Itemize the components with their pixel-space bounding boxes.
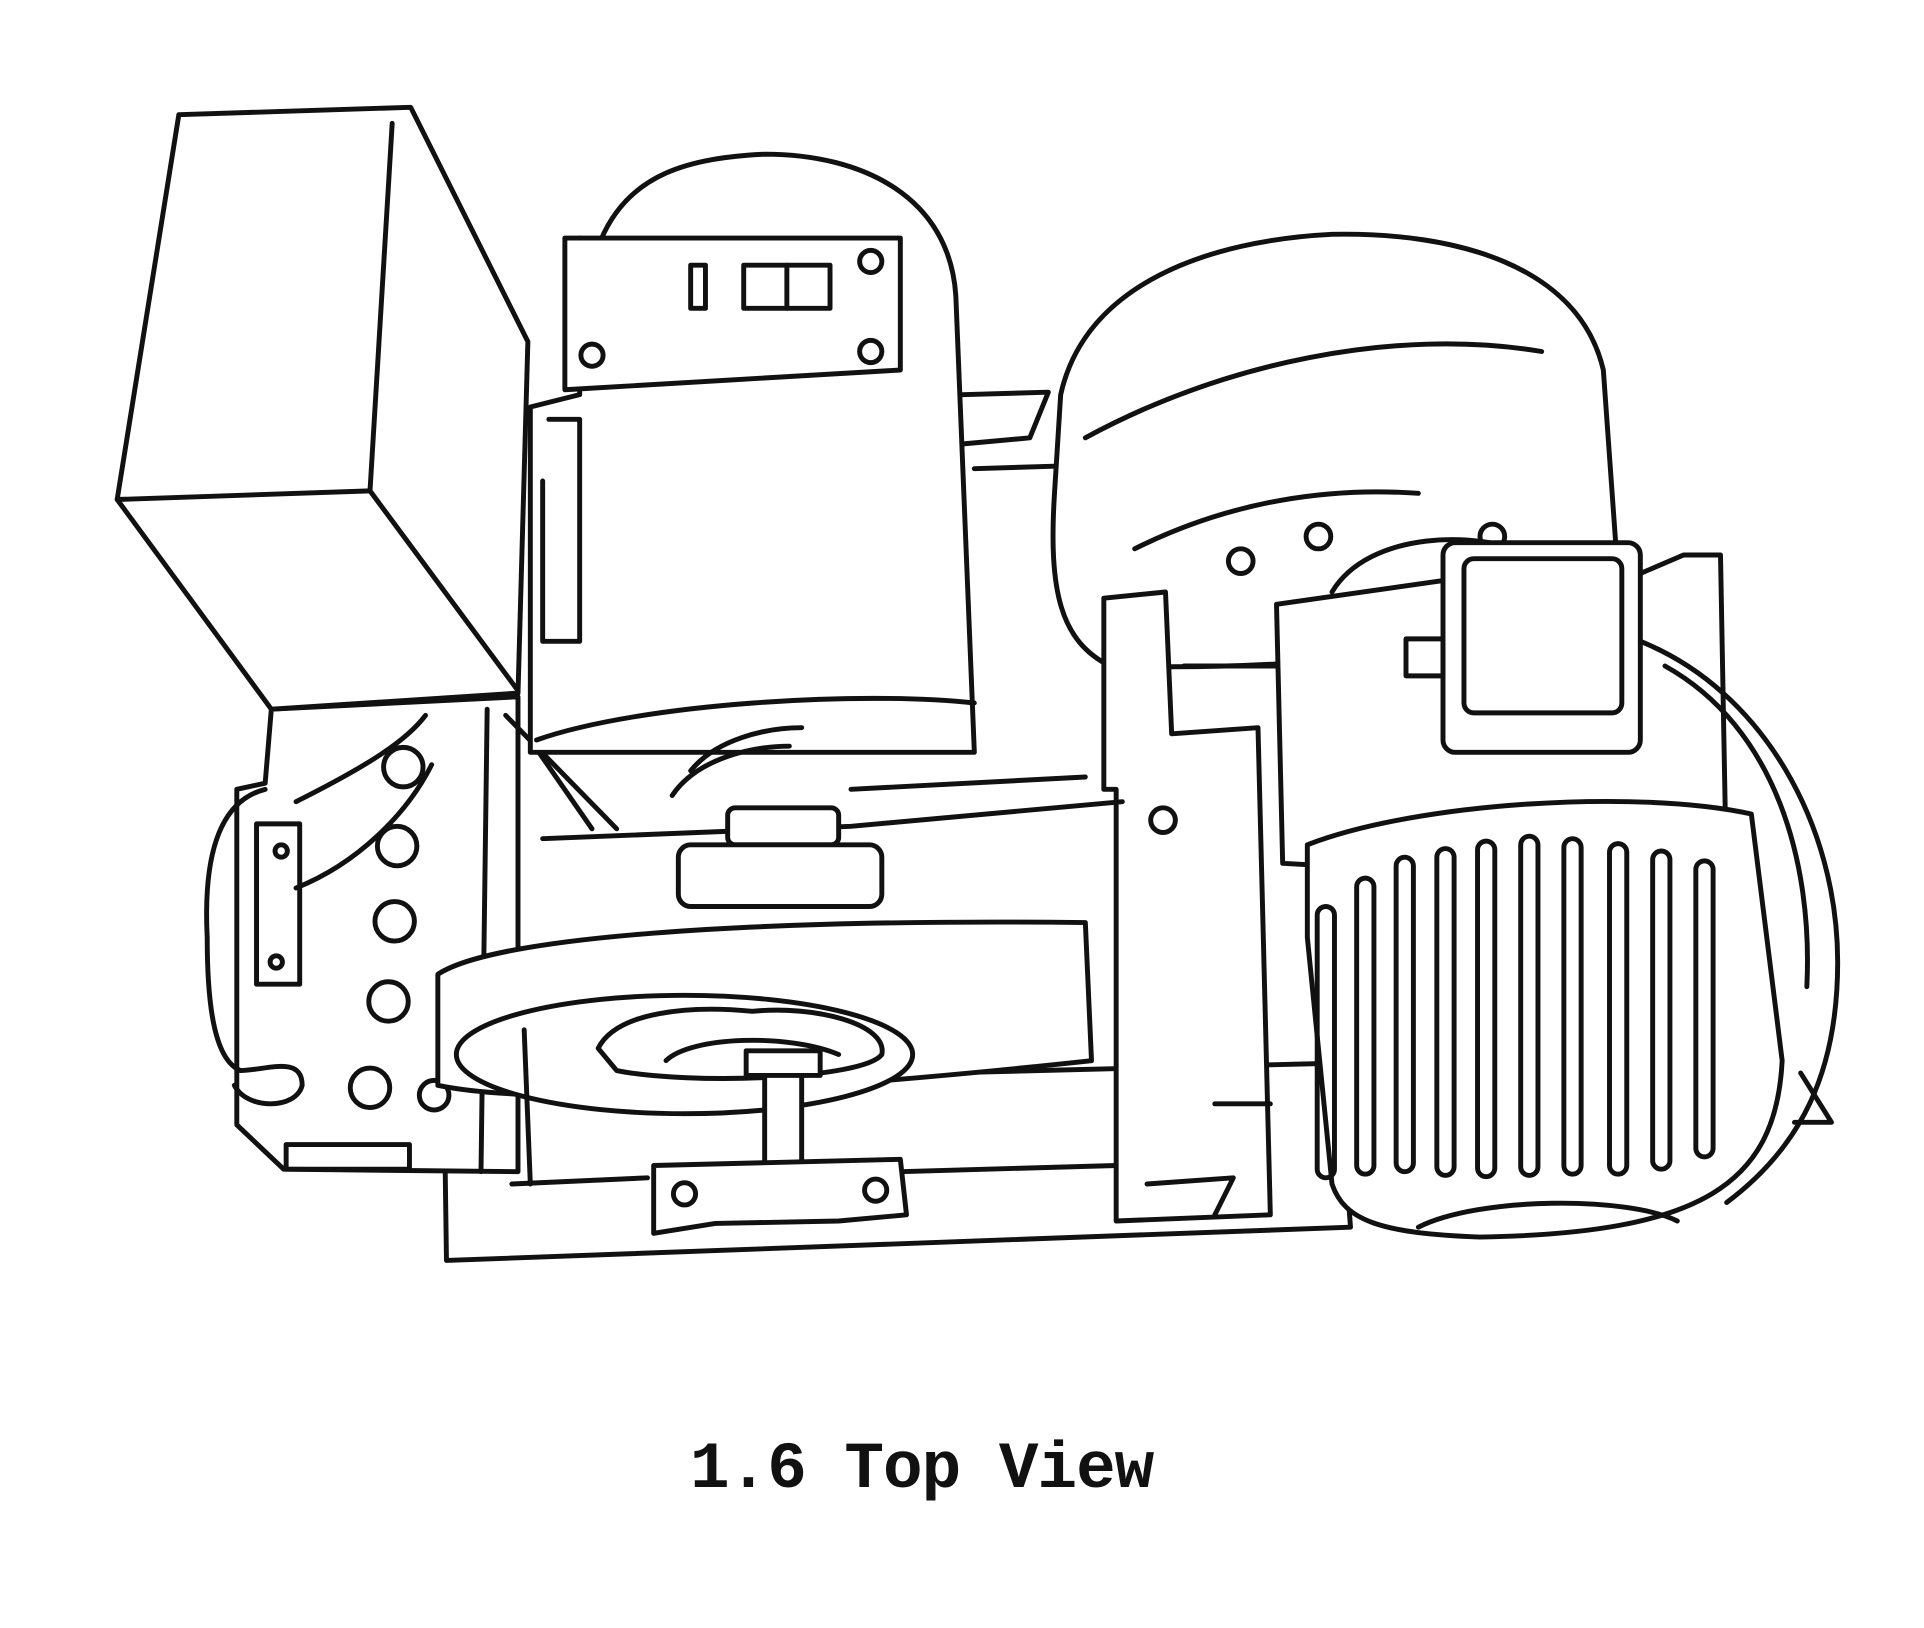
figure-caption: 1.6 Top View [690, 1432, 1120, 1507]
left-motor [530, 154, 1054, 752]
right-motor [1277, 543, 1838, 1237]
gearbox-frame [1104, 592, 1283, 1221]
left-panel [207, 697, 518, 1172]
